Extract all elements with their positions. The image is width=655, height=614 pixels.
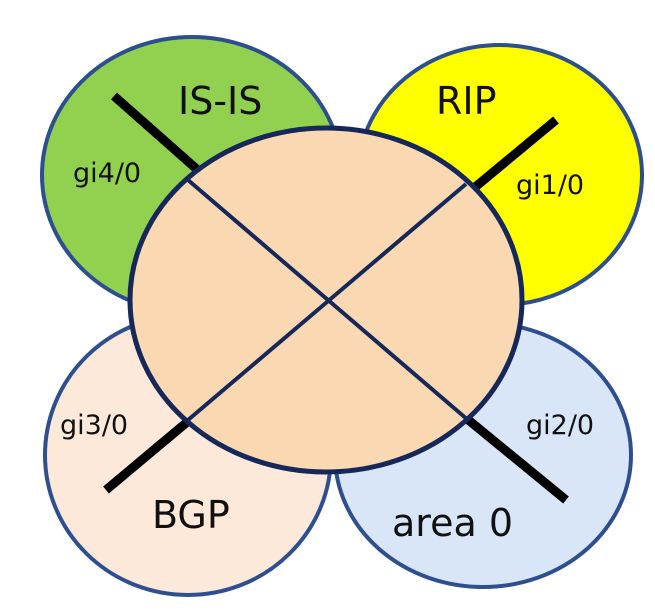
bgp-protocol-label: BGP	[152, 493, 230, 537]
gi2-0-link	[463, 414, 569, 504]
gi2-0-label: gi2/0	[526, 410, 594, 441]
isis-protocol-label: IS-IS	[178, 79, 262, 123]
gi3-0-link	[103, 414, 195, 494]
gi3-0-label: gi3/0	[60, 410, 128, 441]
router-cross-line-b	[186, 182, 468, 422]
gi1-0-label: gi1/0	[516, 170, 584, 201]
gi4-0-link	[111, 92, 203, 176]
rip-protocol-label: RIP	[436, 79, 497, 123]
gi4-0-label: gi4/0	[73, 158, 141, 189]
area0-protocol-label: area 0	[392, 501, 513, 545]
gi1-0-link	[471, 116, 559, 192]
